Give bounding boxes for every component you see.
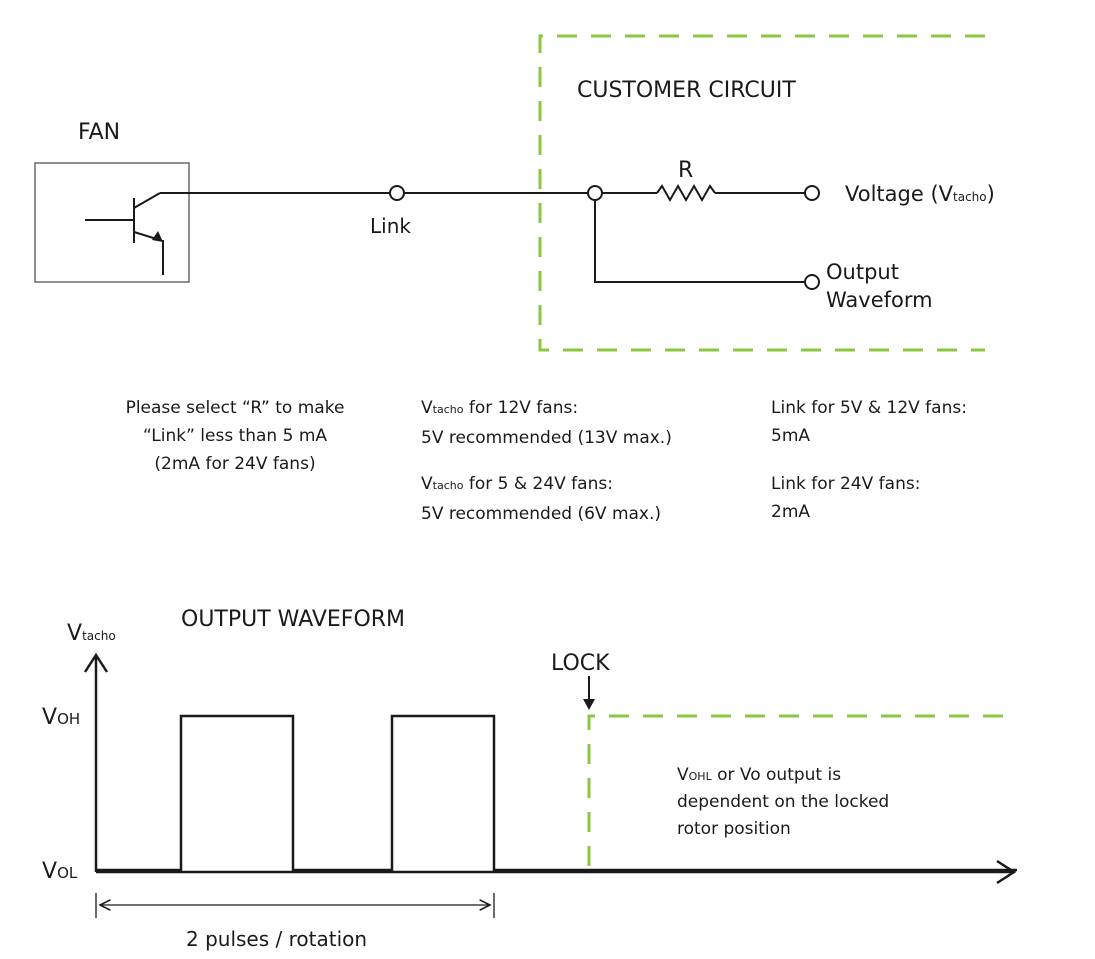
note-vtacho-5-24v: Vtacho for 5 & 24V fans: 5V recommended … (421, 470, 661, 528)
output-terminal (804, 274, 820, 290)
note-vtacho-12v-line-2: 5V recommended (13V max.) (421, 428, 672, 448)
pulses-per-rotation-label: 2 pulses / rotation (186, 927, 367, 951)
note-link-5-12v: Link for 5V & 12V fans: 5mA (771, 394, 967, 450)
emitter-arrow-icon (152, 231, 163, 242)
note-select-r: Please select “R” to make “Link” less th… (60, 394, 410, 478)
note-link-24v: Link for 24V fans: 2mA (771, 470, 920, 526)
customer-circuit-boundary (538, 34, 985, 352)
transistor-symbol (85, 192, 390, 275)
junction-node (587, 185, 603, 201)
note-link-24v-line-2: 2mA (771, 502, 811, 522)
voh-label: VOH (42, 705, 80, 730)
x-axis-arrow-icon (996, 859, 1017, 885)
note-select-r-line-2: “Link” less than 5 mA (142, 426, 328, 446)
resistor-symbol (656, 183, 716, 203)
waveform-title: OUTPUT WAVEFORM (181, 607, 405, 632)
output-waveform-label-1: Output (826, 260, 899, 284)
lock-dashed-level (587, 714, 1017, 866)
link-node (389, 185, 405, 201)
note-link-5-12v-line-2: 5mA (771, 426, 811, 446)
fan-label: FAN (78, 120, 120, 145)
voltage-terminal (804, 185, 820, 201)
pulse-train (96, 714, 1017, 872)
note-vtacho-12v: Vtacho for 12V fans: 5V recommended (13V… (421, 394, 672, 452)
resistor-label: R (678, 158, 693, 183)
output-branch-wire (594, 200, 805, 283)
note-select-r-line-3: (2mA for 24V fans) (154, 454, 316, 474)
lock-note-line-1: VOHL or Vo output is (677, 765, 841, 785)
y-axis-arrow-icon (83, 652, 109, 673)
note-link-24v-line-1: Link for 24V fans: (771, 474, 921, 494)
fan-box (34, 162, 190, 283)
customer-circuit-label: CUSTOMER CIRCUIT (577, 78, 796, 103)
note-vtacho-5-24v-line-2: 5V recommended (6V max.) (421, 504, 662, 524)
lock-note-line-2: dependent on the locked (677, 792, 889, 812)
voltage-label: Voltage (Vtacho) (845, 182, 995, 206)
note-vtacho-5-24v-line-1: Vtacho for 5 & 24V fans: (421, 474, 613, 494)
lock-note-line-3: rotor position (677, 819, 791, 839)
lock-label: LOCK (551, 651, 610, 676)
y-axis-label: Vtacho (67, 621, 116, 646)
note-vtacho-12v-line-1: Vtacho for 12V fans: (421, 398, 579, 418)
note-link-5-12v-line-1: Link for 5V & 12V fans: (771, 398, 967, 418)
link-label: Link (370, 214, 411, 238)
vol-label: VOL (42, 859, 78, 884)
note-select-r-line-1: Please select “R” to make (125, 398, 345, 418)
output-waveform-label-2: Waveform (826, 288, 933, 312)
lock-arrow-icon (583, 699, 595, 710)
